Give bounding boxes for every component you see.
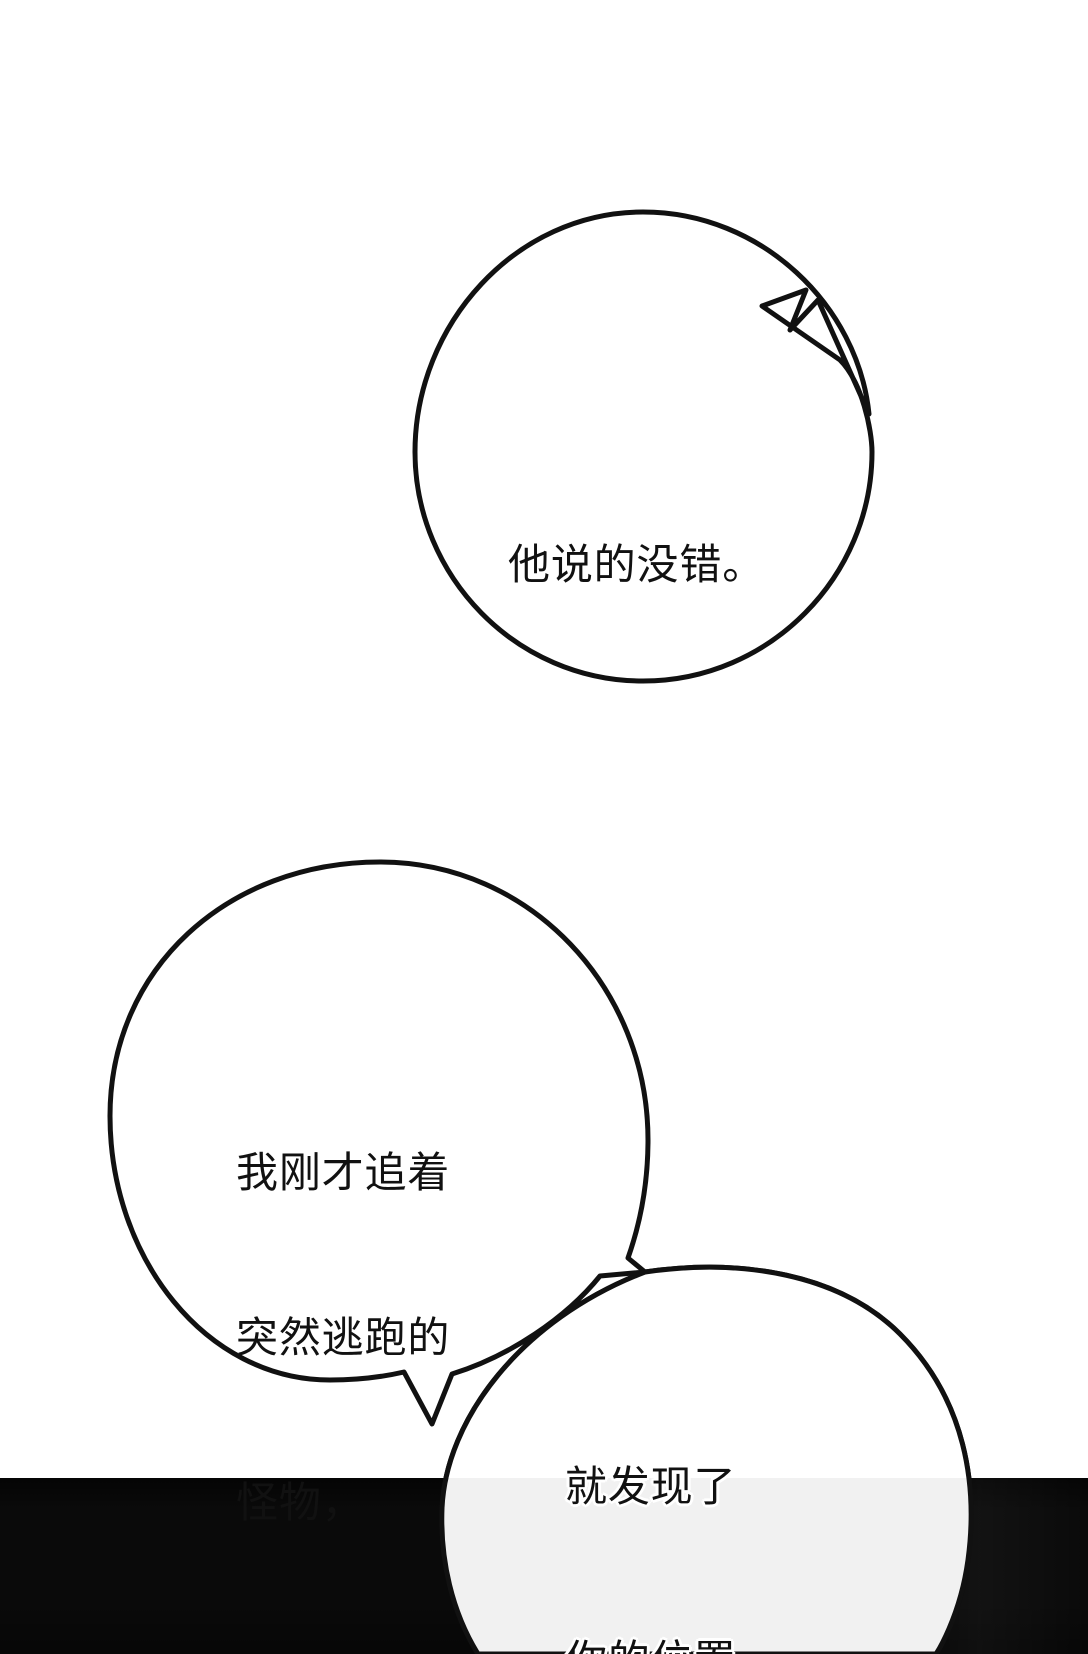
bubble-1-line-1: 他说的没错。 bbox=[508, 541, 766, 588]
speech-bubble-3-text: 就发现了 你的位置， 还找到了 出口。 bbox=[565, 1342, 779, 1654]
bubble-2-line-3: 怪物， bbox=[236, 1479, 365, 1526]
speech-bubble-2-text: 我刚才追着 突然逃跑的 怪物， bbox=[236, 1035, 450, 1640]
bubble-2-line-2: 突然逃跑的 bbox=[236, 1314, 451, 1361]
speech-bubble-1-text: 他说的没错。 bbox=[508, 420, 765, 710]
bubble-3-line-1: 就发现了 bbox=[565, 1463, 737, 1510]
bubble-2-line-1: 我刚才追着 bbox=[236, 1149, 451, 1196]
dark-floor-band bbox=[0, 1478, 1088, 1654]
bubble-3-line-2: 你的位置， bbox=[565, 1632, 779, 1654]
